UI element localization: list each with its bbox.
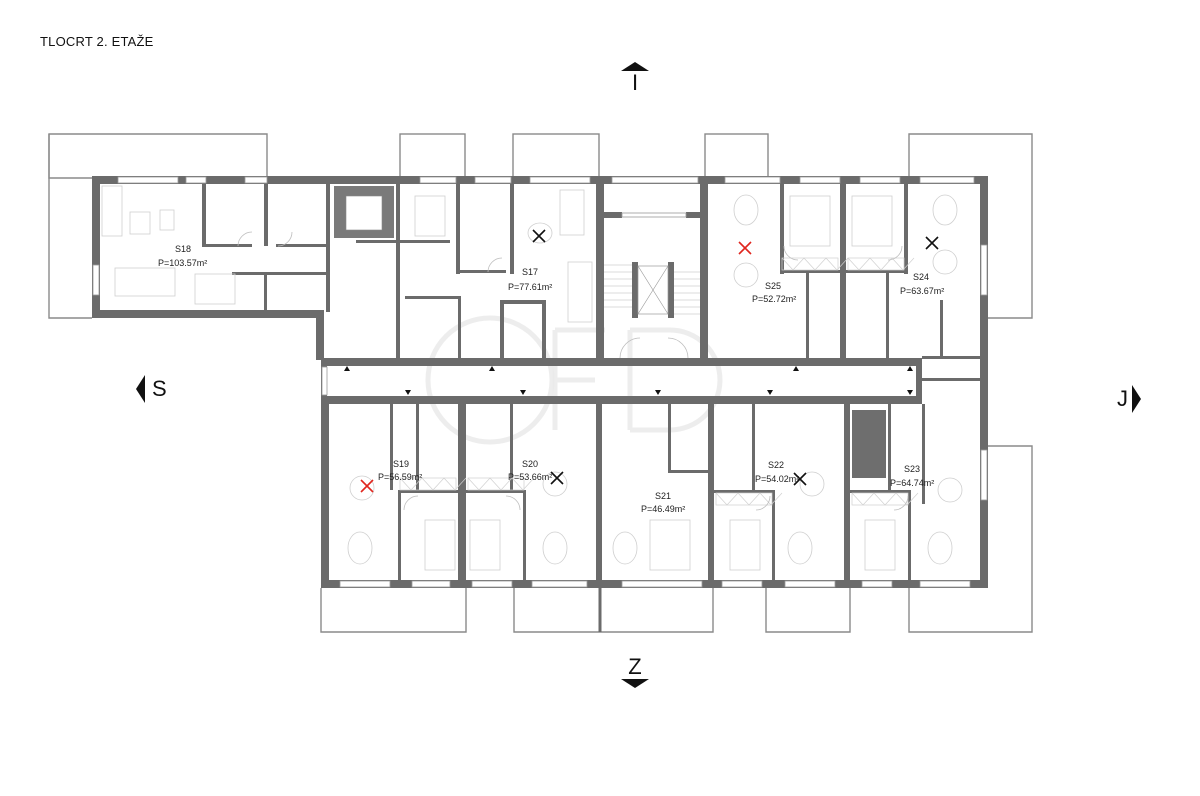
unit-code: S20 — [522, 459, 538, 469]
sold-mark-icon — [793, 472, 807, 486]
svg-text:P=46.49m²: P=46.49m² — [641, 504, 685, 514]
compass-north: I — [620, 62, 650, 94]
unit-code: S24 — [913, 272, 929, 282]
unit-code: S18 — [175, 244, 191, 254]
arrow-down-icon — [621, 679, 649, 688]
unit-S20[interactable]: S20 P=53.66m² — [508, 459, 564, 485]
unit-S23[interactable]: S23 P=64.74m² — [890, 464, 934, 488]
svg-text:P=64.74m²: P=64.74m² — [890, 478, 934, 488]
svg-text:S18: S18 — [175, 244, 191, 254]
arrow-left-icon — [136, 375, 145, 403]
svg-text:S23: S23 — [904, 464, 920, 474]
reserved-mark-icon — [360, 479, 374, 493]
unit-S21[interactable]: S21 P=46.49m² — [641, 491, 685, 514]
unit-S25[interactable]: S25 P=52.72m² — [738, 241, 796, 304]
svg-text:S17: S17 — [522, 267, 538, 277]
unit-S17[interactable]: S17 P=77.61m² — [508, 229, 552, 292]
unit-area: P=103.57m² — [158, 258, 207, 268]
unit-area: P=64.74m² — [890, 478, 934, 488]
svg-text:P=77.61m²: P=77.61m² — [508, 282, 552, 292]
compass-north-label: I — [631, 70, 639, 95]
unit-area: P=53.66m² — [508, 472, 552, 482]
svg-text:S21: S21 — [655, 491, 671, 501]
sold-mark-icon — [925, 236, 939, 250]
compass-south: Z — [620, 655, 650, 689]
arrow-up-icon — [621, 62, 649, 71]
unit-code: S23 — [904, 464, 920, 474]
svg-text:P=56.59m²: P=56.59m² — [378, 472, 422, 482]
unit-area: P=63.67m² — [900, 286, 944, 296]
unit-area: P=77.61m² — [508, 282, 552, 292]
doors — [237, 231, 909, 511]
sold-mark-icon — [550, 471, 564, 485]
furniture — [101, 185, 963, 571]
compass-west-label: S — [152, 376, 167, 401]
unit-labels: S18 P=103.57m² S17 P=77.61m² S25 P=52.72… — [158, 229, 944, 514]
svg-text:S19: S19 — [393, 459, 409, 469]
compass-south-label: Z — [628, 654, 642, 679]
svg-text:S20: S20 — [522, 459, 538, 469]
svg-text:P=52.72m²: P=52.72m² — [752, 294, 796, 304]
arrow-right-icon — [1132, 385, 1141, 413]
unit-S24[interactable]: S24 P=63.67m² — [900, 236, 944, 296]
watermark — [425, 315, 723, 445]
unit-code: S19 — [393, 459, 409, 469]
compass-west: S — [136, 374, 167, 404]
compass-east: J — [1117, 384, 1142, 414]
unit-area: P=52.72m² — [752, 294, 796, 304]
reserved-mark-icon — [738, 241, 752, 255]
corridor-markers — [344, 366, 913, 395]
svg-text:S24: S24 — [913, 272, 929, 282]
unit-code: S17 — [522, 267, 538, 277]
plan-title: TLOCRT 2. ETAŽE — [40, 34, 154, 49]
unit-code: S21 — [655, 491, 671, 501]
unit-S22[interactable]: S22 P=54.02m² — [755, 460, 807, 486]
unit-area: P=56.59m² — [378, 472, 422, 482]
interior-walls — [202, 184, 982, 588]
svg-text:S25: S25 — [765, 281, 781, 291]
svg-text:P=103.57m²: P=103.57m² — [158, 258, 207, 268]
svg-text:S22: S22 — [768, 460, 784, 470]
svg-text:P=63.67m²: P=63.67m² — [900, 286, 944, 296]
unit-area: P=46.49m² — [641, 504, 685, 514]
balconies — [48, 133, 1033, 633]
unit-code: S25 — [765, 281, 781, 291]
unit-area: P=54.02m² — [755, 474, 799, 484]
unit-code: S22 — [768, 460, 784, 470]
compass-east-label: J — [1117, 386, 1128, 411]
unit-S19[interactable]: S19 P=56.59m² — [360, 459, 422, 493]
wardrobes — [399, 257, 919, 506]
staircase — [604, 264, 700, 315]
sold-mark-icon — [532, 229, 546, 243]
windows — [92, 176, 988, 588]
svg-text:P=53.66m²: P=53.66m² — [508, 472, 552, 482]
unit-S18[interactable]: S18 P=103.57m² — [158, 244, 207, 268]
svg-text:P=54.02m²: P=54.02m² — [755, 474, 799, 484]
